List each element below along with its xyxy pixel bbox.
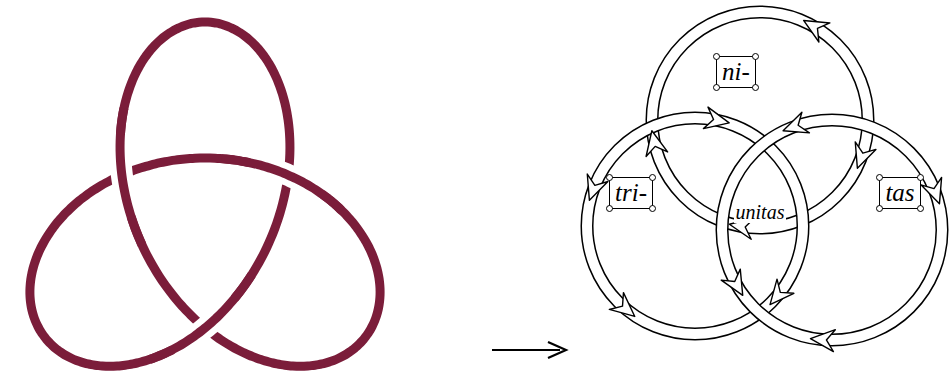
ring-outline: [722, 120, 942, 340]
ring-outline: [587, 118, 803, 334]
corner-dot: [876, 174, 883, 181]
center-label: unitas: [734, 201, 787, 223]
ring-arrowhead: [721, 269, 743, 295]
trinity-rings: [587, 12, 942, 352]
knot-strand: [30, 22, 380, 366]
ring-arrowhead: [770, 279, 794, 304]
ring-band: [587, 118, 803, 334]
ring-arrowhead: [804, 20, 830, 42]
corner-dot: [713, 53, 720, 60]
syllable-box: ni-: [716, 56, 756, 89]
corner-dot: [649, 205, 656, 212]
corner-dot: [649, 174, 656, 181]
syllable-box: tas: [879, 177, 920, 210]
arrow-head: [548, 342, 566, 358]
corner-dot: [876, 205, 883, 212]
syllable-text: ni-: [722, 58, 750, 86]
corner-dot: [606, 174, 613, 181]
corner-dot: [917, 205, 924, 212]
knot-overpass: [149, 275, 251, 360]
ring-arrowhead: [703, 107, 729, 129]
ring-arrowhead: [609, 293, 634, 317]
knot-overpass: [221, 159, 341, 211]
corner-dot: [606, 205, 613, 212]
syllable-text: tas: [885, 179, 914, 207]
ring-band: [722, 120, 942, 340]
corner-dot: [752, 84, 759, 91]
ring-arrowhead: [646, 131, 668, 157]
syllable-text: tri-: [615, 179, 647, 207]
ring-arrowhead: [855, 142, 876, 168]
arrow-shaft: [492, 349, 560, 351]
ring-arrowhead: [783, 112, 809, 133]
corner-dot: [713, 84, 720, 91]
transform-arrow: [492, 342, 566, 358]
ring-arrowhead: [921, 177, 942, 203]
ring-arrowhead: [810, 330, 835, 352]
syllable-box: tri-: [609, 177, 653, 210]
corner-dot: [917, 174, 924, 181]
trefoil-knot: [30, 22, 380, 366]
ring-arrowhead: [587, 174, 608, 200]
corner-dot: [752, 53, 759, 60]
knot-overpass: [120, 108, 142, 245]
